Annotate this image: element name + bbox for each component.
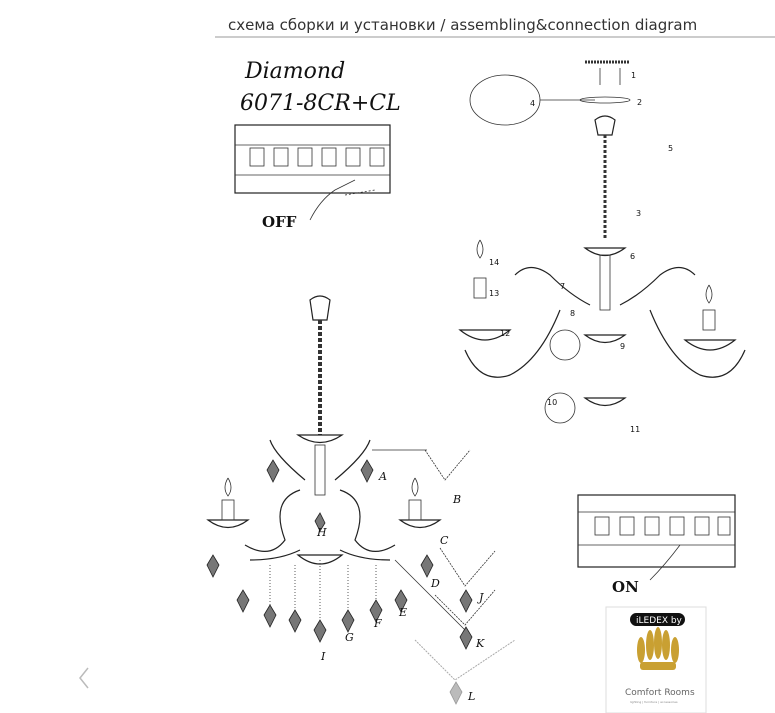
- off-label: OFF: [262, 213, 297, 231]
- step-13: 13: [489, 289, 499, 298]
- part-g: G: [345, 631, 354, 644]
- exploded-chandelier: [458, 60, 746, 424]
- chevron-left-icon[interactable]: [70, 660, 96, 696]
- step-10: 10: [547, 398, 557, 407]
- part-e: E: [398, 606, 407, 619]
- step-9: 9: [620, 342, 625, 351]
- crown-icon: [637, 627, 679, 670]
- step-12: 12: [500, 329, 510, 338]
- step-11: 11: [630, 425, 640, 434]
- switch-panel-off: [234, 124, 391, 221]
- model-code: 6071-8CR+CL: [240, 91, 401, 116]
- part-letters: A B C D E F G H I J K L: [316, 470, 485, 703]
- step-numbers: 1 2 3 4 5 6 7 8 9 10 11 12 13 14: [489, 71, 673, 434]
- part-f: F: [373, 617, 382, 630]
- model-name: Diamond: [244, 59, 345, 84]
- diagram-title: схема сборки и установки / assembling&co…: [228, 16, 697, 34]
- brand-logo: iLEDEX by Comfort Rooms lighting | furni…: [605, 606, 707, 713]
- step-2: 2: [637, 98, 642, 107]
- step-5: 5: [668, 144, 673, 153]
- part-c: C: [440, 534, 449, 547]
- step-3: 3: [636, 209, 641, 218]
- on-label: ON: [612, 578, 639, 596]
- assembled-chandelier: [206, 295, 516, 705]
- part-d: D: [430, 577, 440, 590]
- part-b: B: [452, 493, 461, 506]
- step-7: 7: [560, 282, 565, 291]
- step-1: 1: [631, 71, 636, 80]
- part-j: J: [477, 591, 484, 604]
- part-k: K: [475, 637, 485, 650]
- step-4: 4: [530, 99, 535, 108]
- logo-tagline: lighting | furniture | accessories: [630, 700, 678, 704]
- switch-panel-on: [577, 494, 736, 581]
- part-l: L: [467, 690, 475, 703]
- step-6: 6: [630, 252, 635, 261]
- part-i: I: [320, 650, 326, 663]
- logo-badge: iLEDEX by: [636, 616, 683, 626]
- step-14: 14: [489, 258, 499, 267]
- logo-brand: Comfort Rooms: [625, 688, 695, 698]
- step-8: 8: [570, 309, 575, 318]
- part-a: A: [378, 470, 387, 483]
- part-h: H: [316, 526, 327, 539]
